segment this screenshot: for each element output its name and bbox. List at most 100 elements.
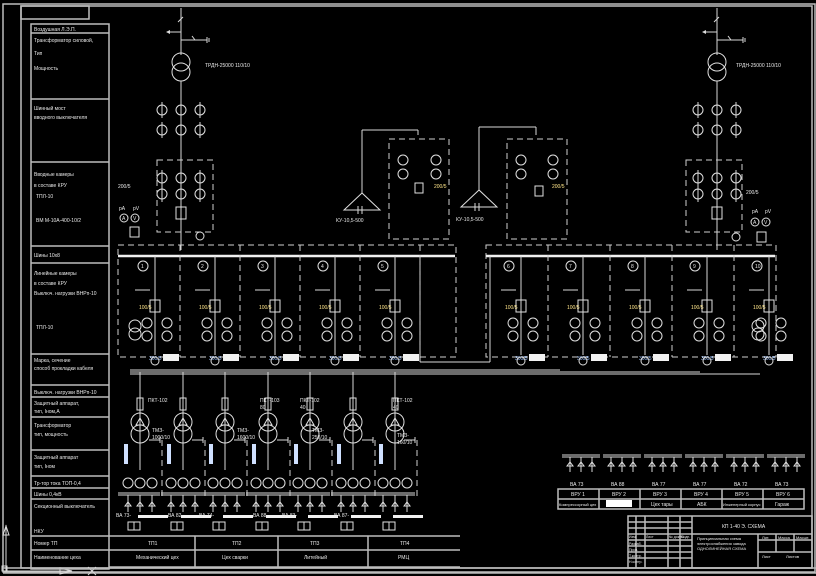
- row-label-tpl10: ТПЛ-10: [36, 194, 53, 200]
- row-label-protection-type: тип, Iном,А: [34, 409, 60, 415]
- current-transformer-icon: [397, 154, 409, 166]
- nku-bus: [308, 515, 338, 518]
- current-transformer-icon: [341, 330, 353, 342]
- row-label-protection-type-2: тип, Iном: [34, 464, 56, 470]
- current-transformer-icon: [194, 122, 206, 138]
- feeder-breaker-label: ВА 87-: [334, 513, 349, 519]
- cell-number-label: 10: [755, 264, 761, 270]
- vru-consumer-5: Инженерный корпус: [723, 502, 760, 507]
- row-label-overhead-line: Воздушная Л.Э.П.: [34, 27, 76, 33]
- cell-cable-ct-label: 300/5: [209, 356, 222, 362]
- nku-bus: [138, 515, 168, 518]
- breaker-icon: [639, 299, 651, 313]
- cell-number-marker: [137, 260, 149, 272]
- breaker-icon: [515, 299, 527, 313]
- current-transformer-icon: [194, 186, 206, 202]
- shop-transformer-rating-label: 1600/10: [237, 435, 255, 441]
- transformer-secondary-icon: [300, 424, 320, 444]
- current-transformer-icon: [156, 170, 168, 186]
- current-transformer-icon: [692, 186, 704, 202]
- current-transformer-icon: [430, 154, 442, 166]
- cable-tag: [653, 354, 669, 361]
- current-transformer-icon: [141, 330, 153, 342]
- current-transformer-icon: [401, 330, 413, 342]
- title-row-3: № докум.: [669, 535, 684, 539]
- current-transformer-icon: [341, 317, 353, 329]
- cable-tag: [591, 354, 607, 361]
- capacitor-bank-right-label: КУ-10,5-500: [456, 217, 484, 223]
- input-cell-right: 200/5 pA pV A V: [685, 159, 772, 243]
- ammeter-right-icon: A: [753, 220, 757, 226]
- transformer-secondary-icon: [258, 424, 278, 444]
- current-transformer-icon: [507, 330, 519, 342]
- row-label-tp-number: Номер ТП: [34, 541, 58, 547]
- nku-bus: [393, 515, 423, 518]
- cell-cable-ct-label: 300/5: [639, 356, 652, 362]
- transformer-secondary-icon: [130, 424, 150, 444]
- title-row-4: Подп.: [681, 535, 690, 539]
- shop-substation: [331, 372, 381, 531]
- breaker-icon: [329, 299, 341, 313]
- fuse-current-label: 40: [393, 405, 399, 411]
- cell-cable-ct-label: 300/5: [701, 356, 714, 362]
- ct-stack: [167, 444, 171, 464]
- shop-substation: [118, 372, 168, 531]
- fuse-icon: [179, 397, 187, 411]
- current-transformer-icon: [141, 317, 153, 329]
- row-label-line-cells: Линейные камеры: [34, 270, 77, 277]
- tp-table: ТП1 ТП2 ТП3 ТП4 Механический цех Цех сва…: [109, 535, 460, 568]
- cell-ct-label: 100/5: [259, 305, 272, 311]
- input-left-ct-ratio: 200/5: [118, 184, 131, 190]
- current-transformer-icon: [381, 330, 393, 342]
- vru-unit-6: ВРУ 6: [776, 492, 790, 498]
- cell-number-marker: [257, 260, 269, 272]
- tp-number-1: ТП1: [148, 541, 158, 547]
- title-description-3: ОДНОЛИНЕЙНАЯ СХЕМА: [697, 546, 747, 551]
- row-label-kru: в составе КРУ: [34, 183, 68, 189]
- current-transformer-icon: [381, 317, 393, 329]
- auxiliary-transformer-icon: [128, 319, 142, 341]
- vru-feeder-group: ВА 73: [767, 454, 805, 488]
- vt-cell-right: 200/5: [506, 138, 568, 240]
- cell-ct-label: 100/5: [505, 305, 518, 311]
- cable-tag: [343, 354, 359, 361]
- shop-substation: [203, 372, 253, 531]
- main-transformer-left: ТРДН-25000 110/10: [166, 8, 250, 250]
- row-label-sectional-breaker: Секционный выключатель: [34, 503, 95, 510]
- cell-ct-label: 100/5: [139, 305, 152, 311]
- row-label-shop-name: Наименование цеха: [34, 555, 81, 561]
- transformer-secondary-icon: [173, 424, 193, 444]
- title-scale-header: Масшт.: [796, 535, 809, 540]
- cell-cable-ct-label: 300/5: [763, 356, 776, 362]
- row-label-bus-04: Шины 0,4кВ: [34, 492, 62, 498]
- vru-feeder-group: ВА 77: [644, 454, 682, 488]
- nku-bus: [266, 515, 296, 518]
- cell-ct-label: 100/5: [753, 305, 766, 311]
- ct-stack: [337, 444, 341, 464]
- cell-ct-label: 100/5: [567, 305, 580, 311]
- cable-tag: [163, 354, 179, 361]
- cell-number-label: 4: [321, 264, 324, 270]
- vru-feeder-label: ВА 73: [570, 482, 584, 488]
- current-transformer-icon: [507, 317, 519, 329]
- cable-tag: [223, 354, 239, 361]
- current-transformer-icon: [175, 102, 187, 118]
- switchgear-10kv: [117, 244, 777, 363]
- current-transformer-icon: [161, 317, 173, 329]
- row-label-tpl10-2: ТПЛ-10: [36, 325, 53, 331]
- current-transformer-icon: [547, 168, 559, 180]
- current-transformer-icon: [397, 168, 409, 180]
- transformer-secondary-icon: [343, 424, 363, 444]
- current-transformer-icon: [730, 186, 742, 202]
- breaker-icon: [149, 299, 161, 313]
- vru-unit-5: ВРУ 5: [735, 492, 749, 498]
- cell-cable-ct-label: 300/5: [149, 356, 162, 362]
- current-transformer-groups: [156, 102, 742, 202]
- cell-cable-ct-label: 300/5: [577, 356, 590, 362]
- vru-consumer-6: Гараж: [775, 502, 790, 508]
- current-transformer-icon: [527, 317, 539, 329]
- fuse-icon: [349, 397, 357, 411]
